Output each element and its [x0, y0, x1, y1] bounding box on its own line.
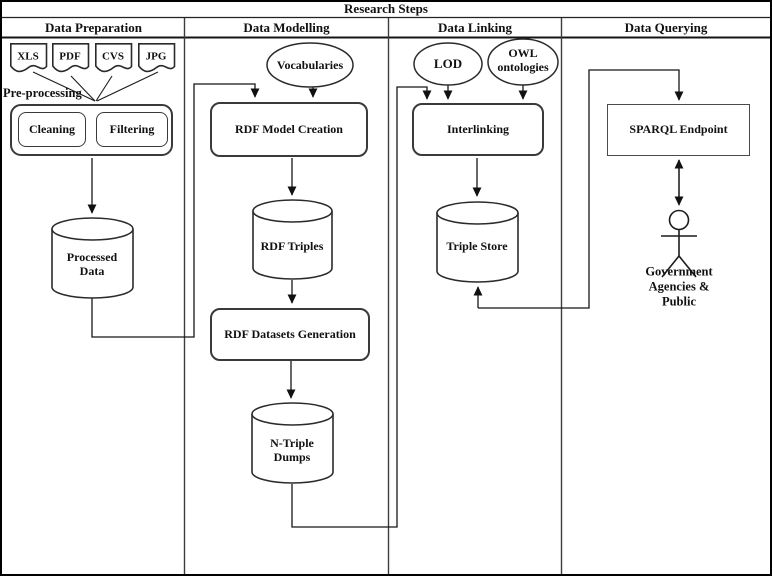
- flow-connectors: [87, 69, 684, 528]
- document-label-cvs: CVS: [101, 50, 125, 63]
- preprocessing-container: [10, 104, 173, 156]
- input-ellipses: [266, 38, 559, 88]
- triple-store-label: Triple Store: [446, 238, 508, 253]
- actor-label: Government Agencies & Public: [645, 264, 713, 309]
- filtering-node: Filtering: [96, 112, 168, 147]
- vocabularies-label: Vocabularies: [276, 57, 344, 72]
- page-title: Research Steps: [344, 1, 428, 16]
- document-icon-xls: [10, 43, 48, 73]
- sparql-endpoint-node: SPARQL Endpoint: [607, 104, 750, 156]
- document-icon-jpg: [138, 43, 176, 73]
- preprocessing-label: Pre-processing: [3, 86, 82, 100]
- rdf-triples-label: RDF Triples: [260, 238, 324, 253]
- document-label-pdf: PDF: [59, 50, 81, 63]
- column-header-data-linking: Data Linking: [437, 20, 513, 35]
- column-header-data-preparation: Data Preparation: [45, 20, 142, 35]
- lod-label: LOD: [433, 56, 463, 72]
- interlinking-node: Interlinking: [412, 103, 544, 156]
- cylinder-rdf-triples: [252, 199, 333, 280]
- cylinder-n-triple-dumps: [251, 402, 334, 484]
- cleaning-node: Cleaning: [18, 112, 86, 147]
- column-header-data-querying: Data Querying: [624, 20, 708, 35]
- sparql-endpoint-label: SPARQL Endpoint: [629, 122, 728, 137]
- cleaning-label: Cleaning: [28, 121, 75, 136]
- interlinking-label: Interlinking: [446, 121, 509, 136]
- processed-data-label: Processed Data: [66, 250, 118, 278]
- document-converge-lines: [32, 71, 159, 102]
- filtering-label: Filtering: [109, 121, 155, 136]
- document-label-xls: XLS: [17, 50, 39, 63]
- ellipse-lod: [413, 42, 483, 86]
- rdf-model-creation-label: RDF Model Creation: [235, 121, 343, 136]
- column-dividers: [183, 18, 563, 574]
- ellipse-owl-ontologies: [487, 38, 559, 86]
- document-icon-cvs: [95, 43, 133, 73]
- ellipse-vocabularies: [266, 42, 354, 88]
- rdf-datasets-generation-node: RDF Datasets Generation: [210, 308, 370, 361]
- rdf-model-creation-node: RDF Model Creation: [210, 102, 368, 157]
- cylinder-triple-store: [436, 201, 519, 283]
- rdf-datasets-generation-label: RDF Datasets Generation: [224, 326, 356, 341]
- document-icon-pdf: [52, 43, 90, 73]
- n-triple-dumps-label: N-Triple Dumps: [270, 436, 314, 464]
- column-header-data-modelling: Data Modelling: [243, 20, 330, 35]
- datastore-shapes: [51, 199, 519, 484]
- cylinder-processed-data: [51, 217, 134, 299]
- document-label-jpg: JPG: [145, 50, 167, 63]
- document-icons: [10, 43, 176, 73]
- person-actor-icon: [661, 209, 697, 278]
- owl-ontologies-label: OWL ontologies: [497, 46, 549, 74]
